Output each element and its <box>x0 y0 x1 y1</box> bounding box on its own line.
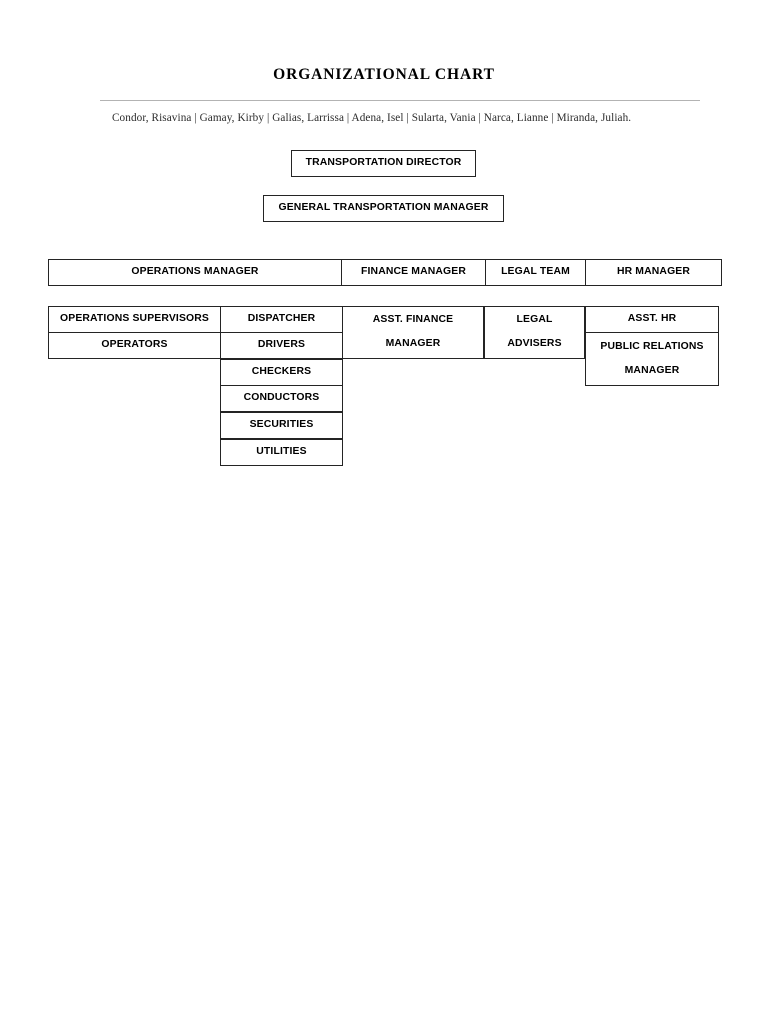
org-box-legal-advisers-line2: ADVISERS <box>507 337 562 349</box>
org-box-checkers: CHECKERS <box>220 359 343 386</box>
org-box-legal-team: LEGAL TEAM <box>485 259 586 286</box>
org-box-operators: OPERATORS <box>48 332 221 359</box>
title-divider <box>100 100 700 101</box>
contributors-line: Condor, Risavina | Gamay, Kirby | Galias… <box>112 112 632 124</box>
org-box-drivers: DRIVERS <box>220 332 343 359</box>
org-box-finance-manager: FINANCE MANAGER <box>341 259 486 286</box>
org-box-asst-hr: ASST. HR <box>585 306 719 333</box>
org-box-asst-finance-manager-line2: MANAGER <box>385 337 441 349</box>
org-box-dispatcher: DISPATCHER <box>220 306 343 333</box>
org-box-public-relations-manager: PUBLIC RELATIONS MANAGER <box>585 332 719 386</box>
org-box-legal-advisers: LEGAL ADVISERS <box>484 306 585 359</box>
org-box-operations-manager: OPERATIONS MANAGER <box>48 259 342 286</box>
org-box-securities: SECURITIES <box>220 412 343 439</box>
org-box-transportation-director: TRANSPORTATION DIRECTOR <box>291 150 476 177</box>
org-box-general-transportation-manager: GENERAL TRANSPORTATION MANAGER <box>263 195 504 222</box>
org-box-public-relations-manager-line2: MANAGER <box>624 364 680 376</box>
org-box-operations-supervisors: OPERATIONS SUPERVISORS <box>48 306 221 333</box>
org-box-asst-finance-manager: ASST. FINANCE MANAGER <box>342 306 484 359</box>
org-box-conductors: CONDUCTORS <box>220 385 343 412</box>
org-box-asst-finance-manager-line1: ASST. FINANCE <box>372 314 454 326</box>
org-box-utilities: UTILITIES <box>220 439 343 466</box>
page-title: ORGANIZATIONAL CHART <box>273 66 495 83</box>
org-box-hr-manager: HR MANAGER <box>585 259 722 286</box>
org-box-public-relations-manager-line1: PUBLIC RELATIONS <box>600 340 704 352</box>
org-box-legal-advisers-line1: LEGAL <box>516 314 553 326</box>
